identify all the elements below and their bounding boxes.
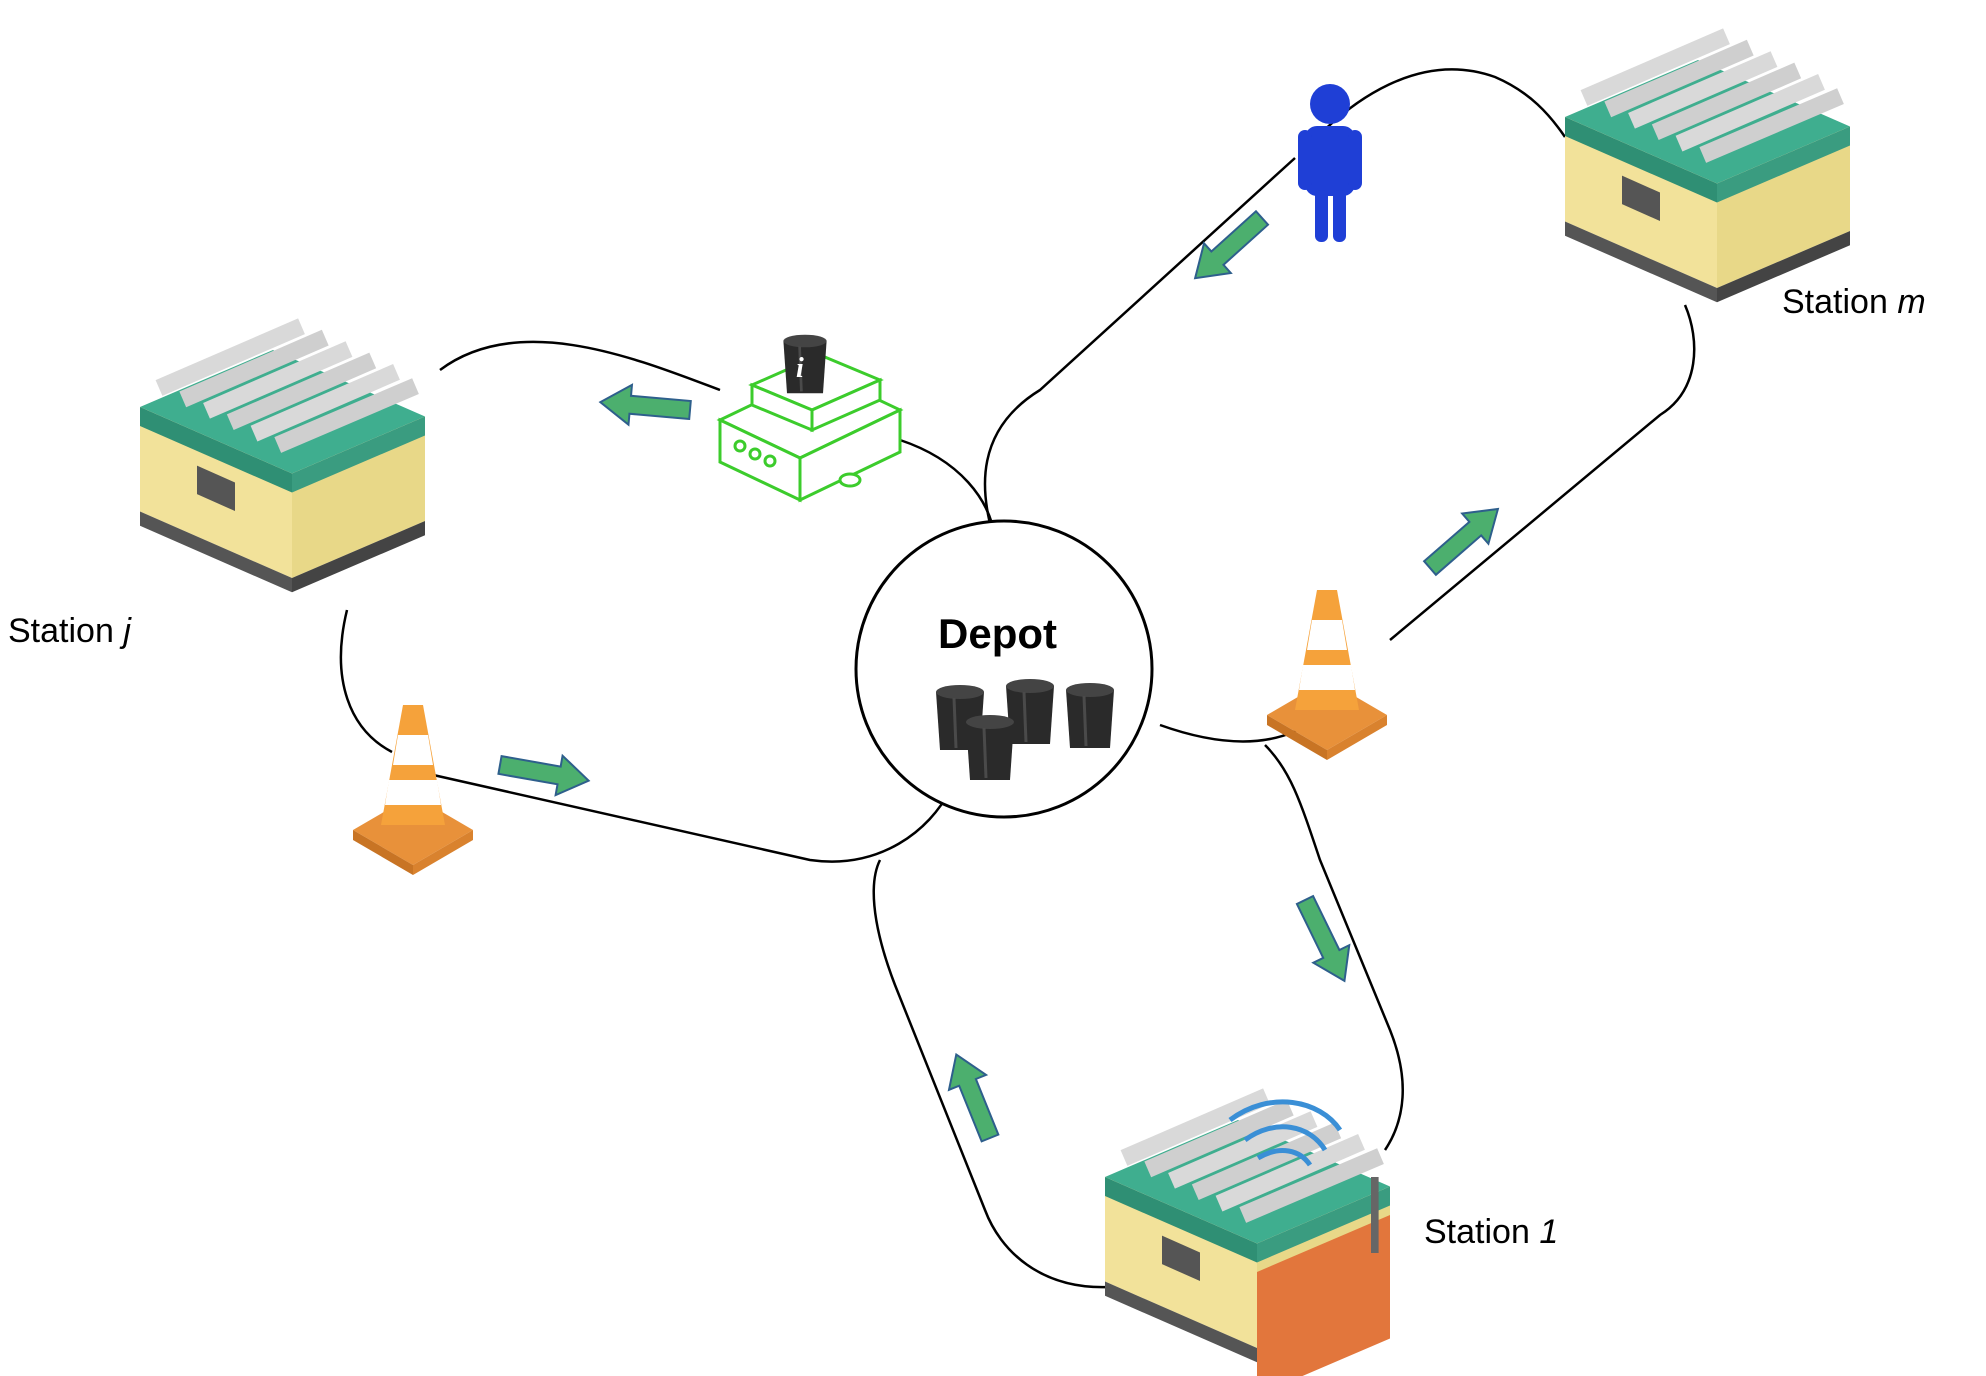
station-m-label-prefix: Station: [1782, 283, 1898, 321]
station-j-label: Station j: [8, 612, 131, 651]
traffic-cone-icon: [1267, 590, 1387, 760]
station-1-label-index: 1: [1539, 1213, 1559, 1251]
flow-arrow-icon: [936, 1046, 1010, 1147]
route-station-1-left: [872, 859, 1111, 1289]
station-1-label-prefix: Station: [1424, 1213, 1540, 1251]
flow-arrow-icon: [1415, 492, 1513, 585]
route-station-j-left: [339, 609, 393, 754]
station-m-label-index: m: [1897, 283, 1926, 321]
bin-icon: [1004, 677, 1056, 746]
station-j-machine-icon: [140, 326, 425, 592]
vehicle-id-label: i: [796, 353, 804, 384]
bin-icon: [782, 333, 828, 395]
station-1-label: Station 1: [1424, 1213, 1558, 1252]
bin-icon: [1064, 681, 1116, 750]
route-station-j-upper: [439, 340, 721, 392]
flow-arrow-icon: [597, 381, 693, 431]
route-station-m-left: [983, 157, 1296, 536]
route-station-m-right: [1389, 304, 1696, 641]
traffic-cone-icon: [353, 705, 473, 875]
route-station-1-right: [1264, 744, 1404, 1151]
station-m-label: Station m: [1782, 283, 1926, 322]
bin-icon: [964, 713, 1016, 782]
station-j-label-prefix: Station: [8, 612, 124, 650]
depot-label: Depot: [938, 610, 1057, 657]
route-station-j-lower: [419, 770, 952, 863]
person-icon: [1298, 84, 1362, 242]
station-j-label-index: j: [123, 612, 131, 650]
wireless-signal-icon: [1228, 1099, 1343, 1167]
station-m-machine-icon: [1565, 36, 1850, 302]
station-1-machine-icon: [1105, 1096, 1390, 1376]
flow-arrow-icon: [1286, 890, 1364, 991]
